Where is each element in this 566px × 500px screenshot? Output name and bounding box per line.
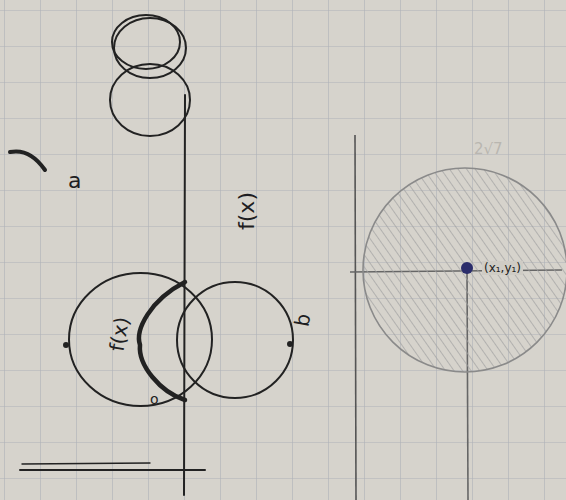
scribble-circle bbox=[112, 15, 180, 69]
circle-region: f(x) bbox=[68, 272, 213, 407]
y-axis bbox=[355, 135, 356, 500]
x-axis-stroke bbox=[22, 463, 150, 464]
sketch-label: f(x) bbox=[236, 192, 258, 230]
circle-outline bbox=[68, 272, 213, 407]
sketch-label: a bbox=[68, 170, 81, 192]
circle-region: (x₁,y₁)2√7 bbox=[362, 167, 566, 373]
sketch-label: o bbox=[150, 392, 159, 406]
point-mark bbox=[288, 342, 292, 346]
circle-outline bbox=[362, 167, 566, 373]
scribble-mark bbox=[10, 151, 45, 170]
point-dot bbox=[461, 262, 473, 274]
sketch-label: b bbox=[291, 312, 313, 328]
function-label: f(x) bbox=[106, 315, 132, 352]
lens-region bbox=[139, 282, 185, 400]
scribble-circle bbox=[110, 64, 190, 136]
circle-shape bbox=[69, 273, 212, 406]
function-label: (x₁,y₁) bbox=[482, 261, 523, 275]
x-axis bbox=[20, 469, 205, 471]
left-sketch bbox=[10, 15, 293, 495]
circle-shape bbox=[363, 168, 566, 372]
radius-label: 2√7 bbox=[474, 142, 503, 157]
point-mark bbox=[64, 343, 68, 347]
y-axis bbox=[184, 95, 185, 495]
right-circle bbox=[177, 282, 293, 398]
